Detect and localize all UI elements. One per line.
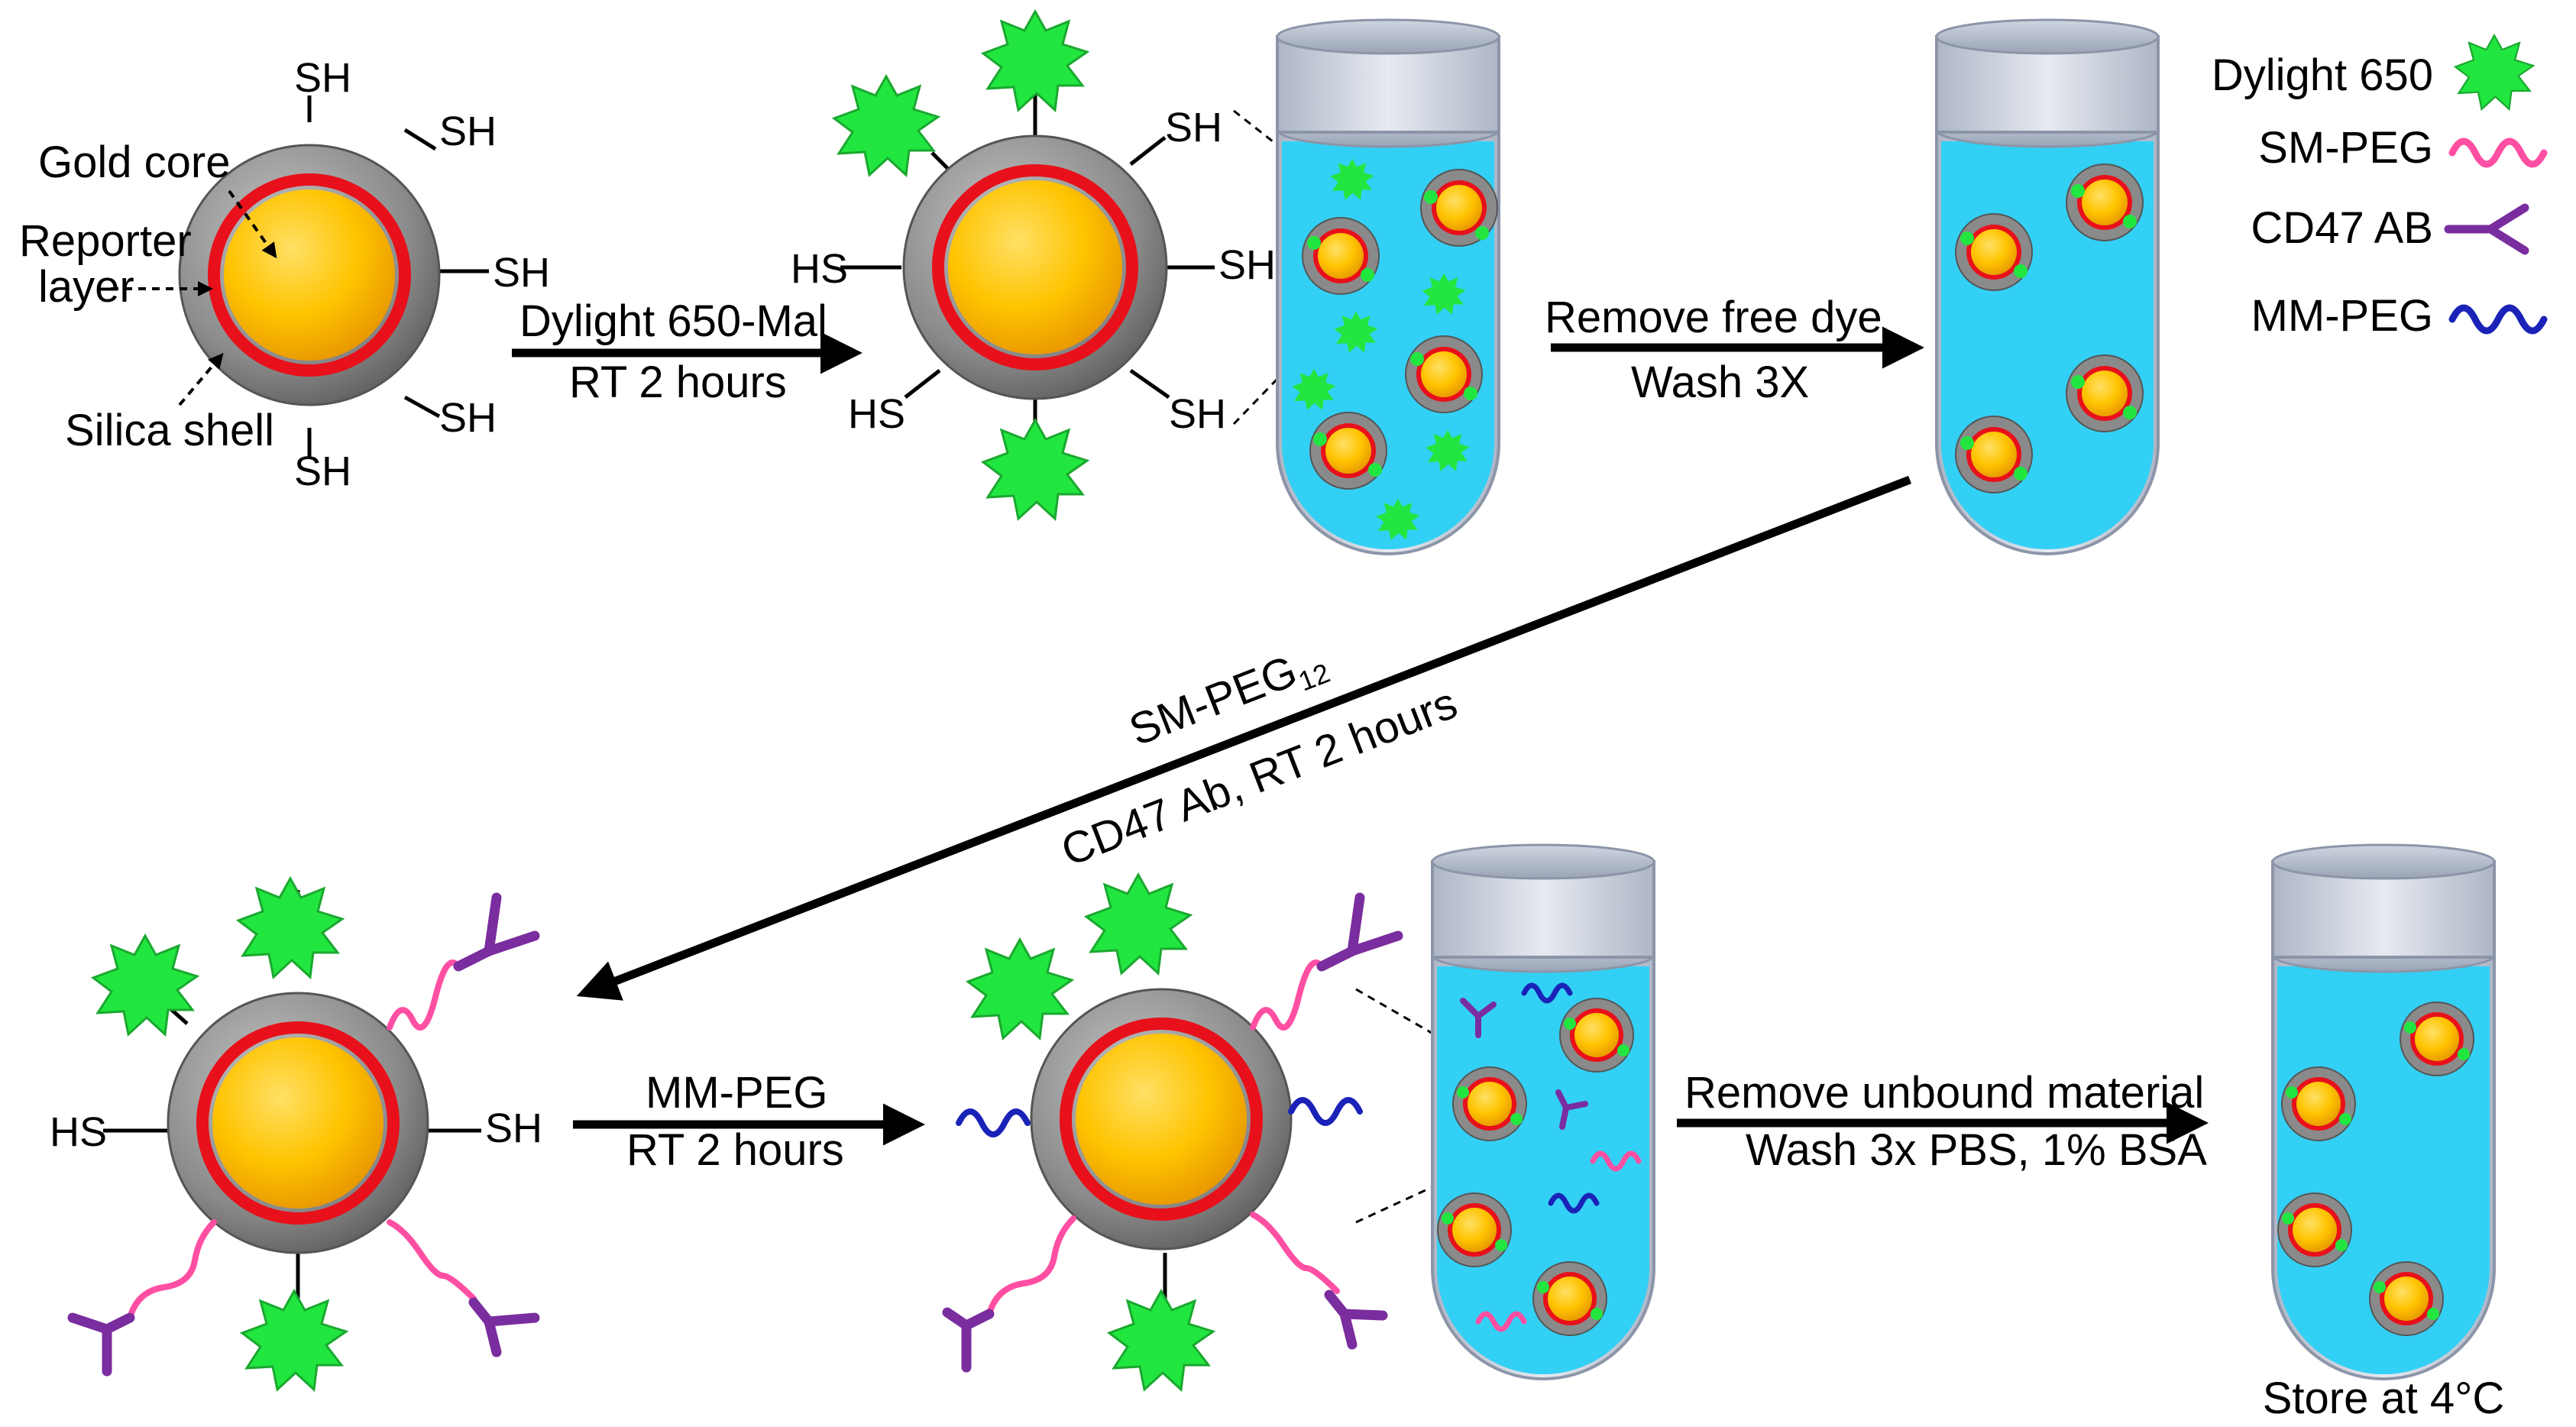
dylight-650-star-icon	[980, 417, 1090, 522]
arrow-label-bottom: RT 2 hours	[569, 358, 787, 407]
mini-nanoparticle	[2281, 1066, 2356, 1141]
thiol-label: SH	[1169, 391, 1226, 437]
pink-wave-icon	[2448, 138, 2548, 168]
dylight-650-star-icon	[235, 875, 345, 980]
cd47-antibody-icon	[453, 892, 540, 972]
arrow-label-top: Remove free dye	[1545, 293, 1882, 342]
arrow-label-top: Dylight 650-Mal	[519, 296, 827, 346]
dylight-650-star-icon	[1376, 498, 1420, 540]
thiol-label: SH	[294, 55, 351, 101]
sm-peg-linker	[127, 1219, 217, 1321]
store-label: Store at 4°C	[2263, 1374, 2505, 1423]
purple-antibody-icon	[2444, 203, 2529, 255]
legend-label: Dylight 650	[2212, 50, 2433, 100]
mini-nanoparticle	[1309, 412, 1387, 490]
sm-peg-linker	[1250, 1212, 1340, 1294]
mini-nanoparticle	[1532, 1261, 1607, 1336]
legend-label: CD47 AB	[2251, 203, 2433, 253]
thiol-label: SH	[439, 108, 497, 154]
thiol-label: HS	[791, 246, 848, 292]
thiol-label: HS	[848, 391, 905, 437]
legend: Dylight 650 SM-PEG CD47 AB MM-PEG	[2212, 33, 2548, 341]
sm-peg-linker	[986, 1215, 1076, 1317]
thiol-label: SH	[1165, 105, 1222, 150]
dylight-650-star-icon	[1292, 368, 1336, 410]
conjugation-arrow	[576, 475, 1911, 1001]
dylight-650-star-icon	[1422, 273, 1466, 315]
gold-core-label: Gold core	[38, 138, 230, 187]
sm-peg-label: SM-PEG	[1123, 646, 1304, 755]
mm-peg-linker	[1548, 1192, 1600, 1214]
tube-free-dye	[1276, 18, 1500, 555]
reporter-layer-label: Reporter	[19, 216, 192, 266]
dylight-650-star-icon	[1426, 429, 1470, 471]
dylight-650-star-icon	[1330, 158, 1374, 200]
dylight-650-star-icon	[239, 1288, 349, 1393]
thiol-label: SH	[439, 395, 497, 441]
dylight-650-star-icon	[1334, 311, 1378, 353]
arrow-label-bottom: Wash 3X	[1631, 358, 1809, 407]
thiol-label: SH	[294, 448, 351, 494]
dylight-650-star-icon	[980, 8, 1090, 113]
cd47-antibody-icon	[942, 1307, 995, 1373]
mini-nanoparticle	[1302, 217, 1380, 295]
nanoparticle-antibody	[103, 890, 481, 1302]
mini-nanoparticle	[1437, 1192, 1512, 1267]
nanoparticle-bare	[178, 95, 489, 458]
legend-label: SM-PEG	[2258, 123, 2433, 173]
mini-nanoparticle	[2066, 354, 2144, 432]
cd47-antibody-icon	[1324, 1289, 1388, 1350]
blue-wave-icon	[2448, 304, 2548, 335]
dylight-650-star-icon	[965, 937, 1075, 1041]
thiol-label: HS	[50, 1109, 107, 1155]
green-star-icon	[2453, 33, 2536, 112]
mini-nanoparticle	[1452, 1066, 1527, 1141]
thiol-label: SH	[493, 250, 550, 296]
mini-nanoparticle	[2277, 1192, 2352, 1267]
legend-label: MM-PEG	[2251, 291, 2433, 341]
sm-peg-linker	[1475, 1311, 1527, 1332]
sm-peg-linker	[1590, 1150, 1642, 1172]
mm-peg-linker	[1288, 1097, 1363, 1126]
dylight-650-star-icon	[90, 933, 200, 1037]
thiol-label: SH	[1218, 242, 1276, 288]
silica-shell-label: Silica shell	[65, 406, 274, 455]
nanoparticle-dye-labelled	[840, 84, 1215, 451]
cd47-antibody-icon	[67, 1312, 135, 1377]
sm-peg-linker	[387, 1219, 477, 1302]
mini-nanoparticle	[1955, 416, 2033, 493]
cd47-antibody-icon	[1316, 892, 1403, 972]
arrow-label-bottom: Wash 3x PBS, 1% BSA	[1746, 1125, 2207, 1175]
dylight-650-star-icon	[1106, 1288, 1216, 1393]
arrow-label-top: Remove unbound material	[1684, 1068, 2204, 1118]
mini-nanoparticle	[2066, 163, 2144, 241]
reporter-layer-label: layer	[38, 262, 134, 312]
mini-nanoparticle	[2369, 1261, 2444, 1336]
mini-nanoparticle	[1420, 169, 1498, 247]
sm-peg-linker	[387, 959, 461, 1031]
dylight-650-star-icon	[1083, 872, 1193, 976]
cd47-antibody-icon	[468, 1297, 540, 1357]
cd47-antibody-icon	[1460, 998, 1497, 1038]
arrow-label-bottom: RT 2 hours	[626, 1125, 844, 1175]
thiol-label: SH	[485, 1105, 542, 1151]
mini-nanoparticle	[2400, 1001, 2474, 1076]
mm-peg-linker	[1521, 982, 1573, 1004]
mini-nanoparticle	[1955, 213, 2033, 291]
dylight-650-star-icon	[831, 73, 941, 178]
cd47-antibody-icon	[1555, 1089, 1588, 1130]
sm-peg-linker	[1250, 959, 1325, 1031]
mini-nanoparticle	[1405, 335, 1483, 413]
mm-peg-linker	[956, 1108, 1031, 1137]
mini-nanoparticle	[1559, 998, 1634, 1073]
arrow-label-top: MM-PEG	[646, 1068, 827, 1118]
